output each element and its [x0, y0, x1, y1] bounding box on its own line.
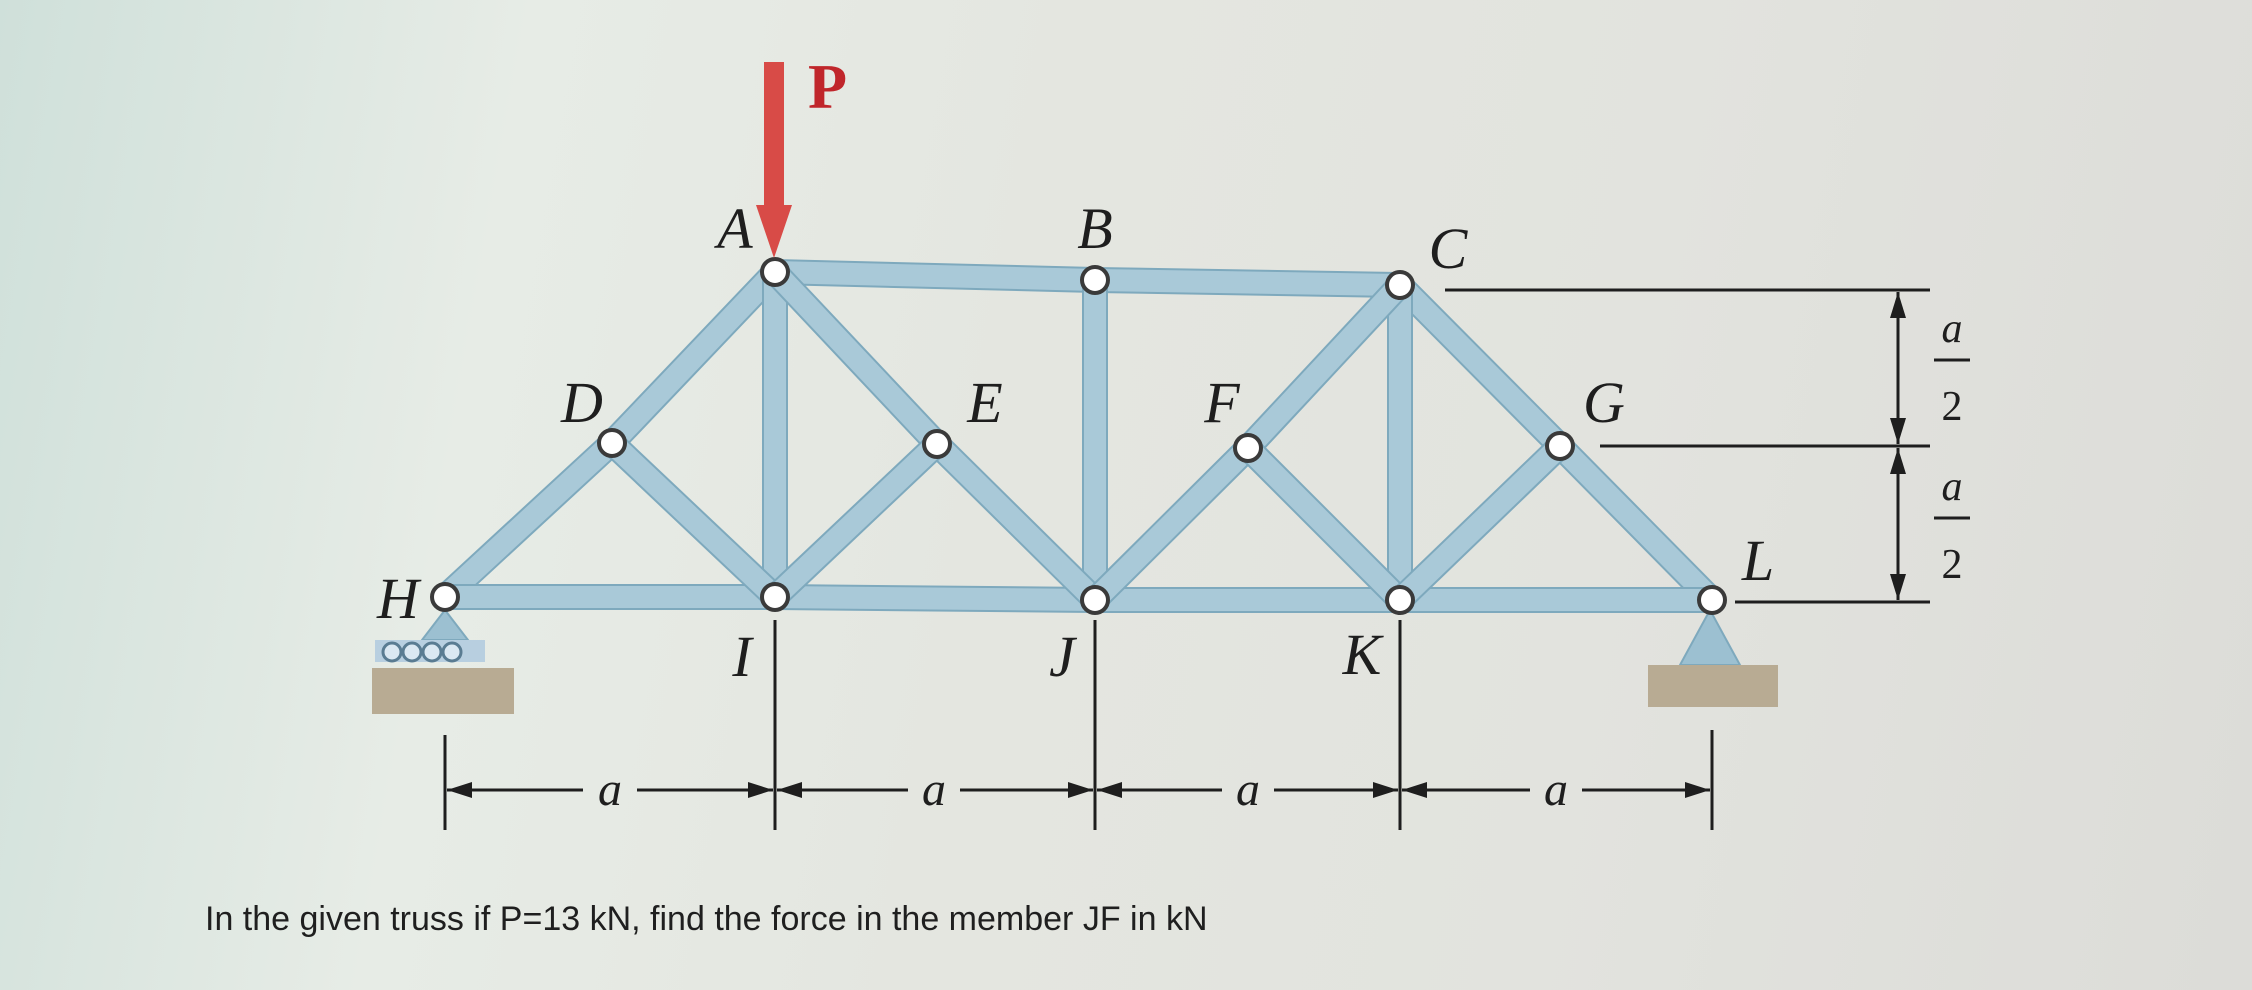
joint-h — [430, 582, 460, 612]
node-label-e: E — [966, 370, 1002, 435]
roller-support-h — [372, 608, 514, 714]
joint-l — [1697, 585, 1727, 615]
node-label-c: C — [1429, 216, 1469, 281]
member-bc — [1084, 269, 1411, 296]
member-jf — [1084, 437, 1259, 611]
node-label-k: K — [1342, 622, 1385, 687]
span-label-3: a — [1236, 763, 1260, 816]
node-label-g: G — [1583, 370, 1625, 435]
node-label-i: I — [731, 624, 754, 689]
node-labels: A B C D E F G H I J K L — [376, 196, 1774, 689]
member-da — [601, 261, 786, 454]
truss-joints — [430, 257, 1727, 615]
joint-i — [760, 582, 790, 612]
member-di — [601, 432, 786, 608]
member-cg — [1389, 274, 1571, 457]
joint-e — [922, 429, 952, 459]
span-label-4: a — [1544, 763, 1568, 816]
member-ie — [764, 433, 948, 608]
span-label-1: a — [598, 763, 622, 816]
height-frac-num-2: a — [1942, 464, 1963, 510]
height-frac-den-2: 2 — [1942, 542, 1963, 588]
member-fk — [1237, 437, 1411, 611]
member-ij — [764, 586, 1106, 611]
joint-k — [1385, 585, 1415, 615]
joint-a — [760, 257, 790, 287]
question-text: In the given truss if P=13 kN, find the … — [205, 900, 1208, 938]
member-gl — [1549, 435, 1723, 611]
joint-c — [1385, 270, 1415, 300]
member-ej — [926, 433, 1106, 611]
node-label-d: D — [560, 370, 603, 435]
truss-members — [432, 259, 1725, 613]
joint-g — [1545, 431, 1575, 461]
pin-support-l — [1648, 607, 1778, 707]
load-arrow: P — [756, 51, 847, 258]
node-label-j: J — [1049, 624, 1078, 689]
joint-f — [1233, 433, 1263, 463]
span-dimensions: a a a a — [443, 620, 1714, 830]
height-dimensions: a 2 a 2 — [1445, 288, 1970, 604]
member-fc — [1237, 274, 1411, 459]
span-label-2: a — [922, 763, 946, 816]
node-label-b: B — [1077, 196, 1112, 261]
node-label-a: A — [713, 196, 753, 261]
member-kg — [1389, 435, 1571, 611]
height-frac-num-1: a — [1942, 306, 1963, 352]
node-label-f: F — [1203, 370, 1240, 435]
member-ab — [764, 261, 1106, 291]
height-frac-den-1: 2 — [1942, 384, 1963, 430]
node-label-l: L — [1741, 528, 1774, 593]
joint-b — [1080, 265, 1110, 295]
member-ae — [764, 261, 948, 455]
member-hd — [434, 432, 623, 608]
joint-j — [1080, 585, 1110, 615]
node-label-h: H — [376, 566, 422, 631]
load-label: P — [808, 51, 847, 122]
joint-d — [597, 428, 627, 458]
